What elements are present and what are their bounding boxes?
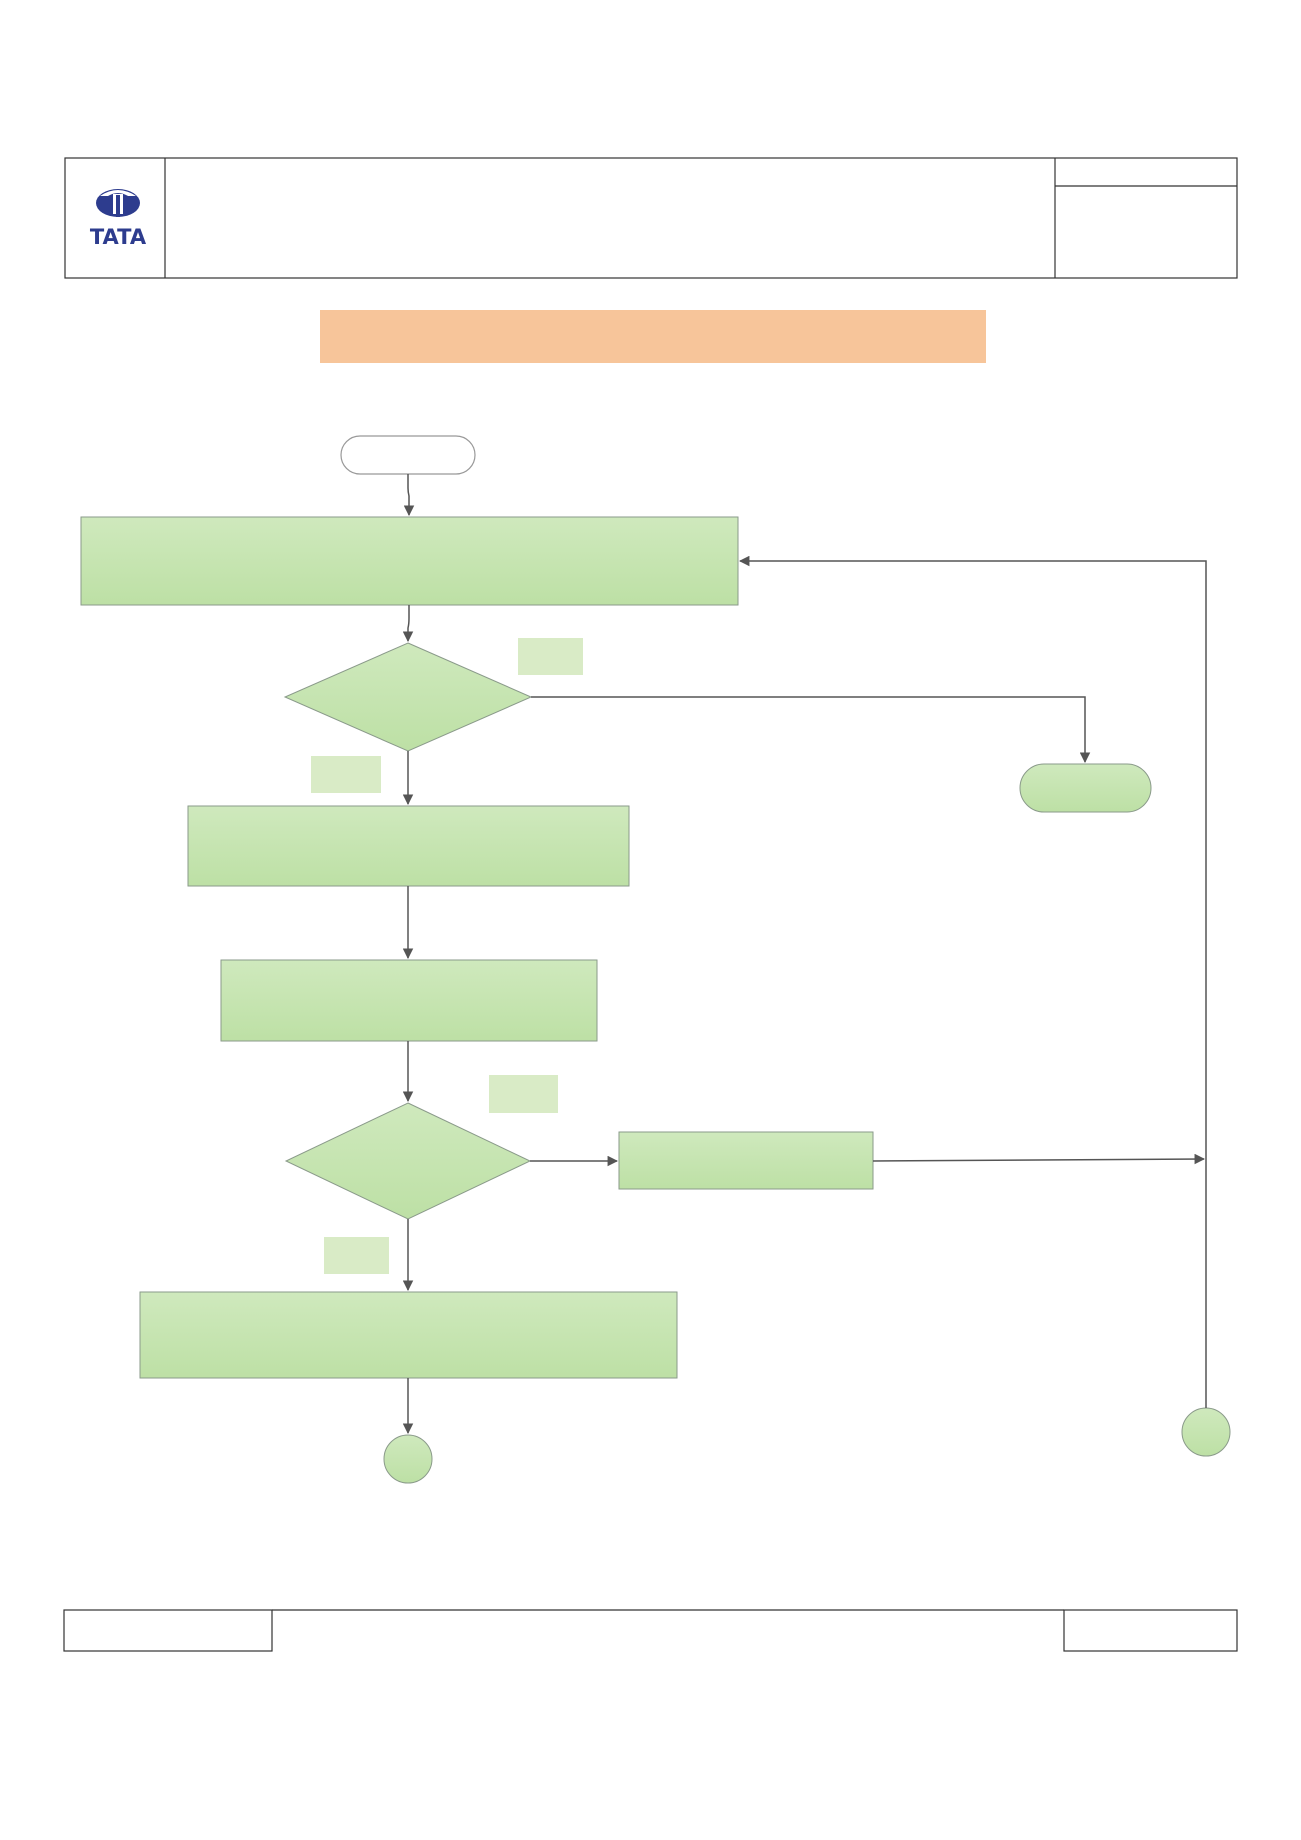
decision-1-down-label-box [311,756,381,793]
header-table [64,157,1238,279]
decision-2-side-label-box [489,1075,558,1113]
flow-arrows [402,474,1207,1435]
connector-bottom [383,1434,433,1484]
process-step-1 [80,516,739,606]
decision-2-down-label-box [324,1237,389,1274]
process-step-3 [220,959,598,1042]
arrow-start-to-step-1 [403,474,415,517]
logo-text: TATA [90,225,147,249]
footer-table [63,1609,1238,1652]
arrow-connector-right-loop-to-step-1 [738,555,1207,1408]
end-terminator [1019,763,1152,813]
decision-1-side-label-box [518,638,583,675]
title-band [320,310,986,363]
decision-1 [283,642,533,752]
start-terminator [340,435,476,475]
decision-2 [284,1102,532,1220]
tata-logo-icon: TATA [90,189,147,249]
arrow-decision-1-to-end [531,696,1091,764]
process-step-2 [187,805,630,887]
arrow-step-1-to-decision-1 [402,605,414,643]
connector-right [1181,1407,1231,1457]
side-process-step [618,1131,874,1190]
process-step-4 [139,1291,678,1379]
arrow-side-step-to-loop [872,1153,1206,1165]
